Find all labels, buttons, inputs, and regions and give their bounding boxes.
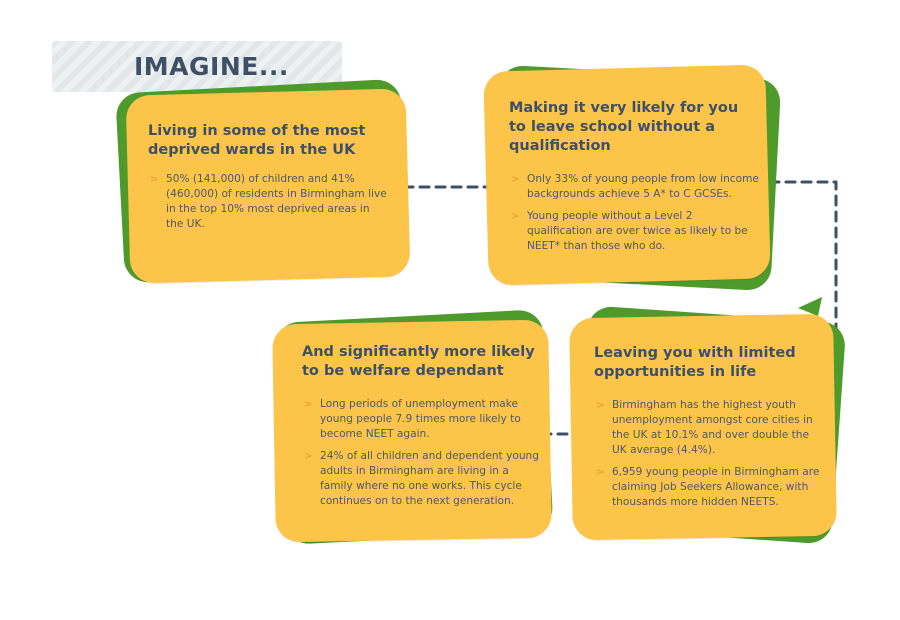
card-welfare-dependant: And significantly more likely to be welf… (272, 309, 560, 546)
card-title: Living in some of the most deprived ward… (148, 123, 366, 158)
leaf-accent (798, 297, 822, 316)
card-school-qualification: Making it very likely for you to leave s… (482, 64, 782, 292)
bullet-marker-icon: > (511, 174, 520, 185)
page-title: IMAGINE... (134, 52, 289, 81)
card-title: And significantly more likely to be welf… (302, 344, 535, 379)
list-item: >Birmingham has the highest youth unempl… (596, 399, 813, 456)
bullet-marker-icon: > (304, 399, 313, 410)
card-title: Making it very likely for you to leave s… (509, 100, 739, 154)
list-item: >Long periods of unemployment make young… (304, 398, 521, 440)
list-item: >6,959 young people in Birmingham are cl… (596, 466, 820, 508)
bullet-marker-icon: > (596, 400, 605, 411)
list-item: >Young people without a Level 2 qualific… (511, 210, 748, 252)
bullet-marker-icon: > (304, 451, 313, 462)
list-item: >24% of all children and dependent young… (304, 450, 539, 507)
list-item: >50% (141,000) of children and 41% (460,… (150, 173, 387, 230)
bullet-marker-icon: > (596, 467, 605, 478)
card-limited-opportunities: Leaving you with limited opportunities i… (567, 305, 847, 545)
card-deprived-wards: Living in some of the most deprived ward… (115, 78, 420, 286)
card-title: Leaving you with limited opportunities i… (594, 345, 796, 380)
list-item: >Only 33% of young people from low incom… (511, 173, 759, 200)
bullet-marker-icon: > (150, 174, 159, 185)
bullet-marker-icon: > (511, 211, 520, 222)
